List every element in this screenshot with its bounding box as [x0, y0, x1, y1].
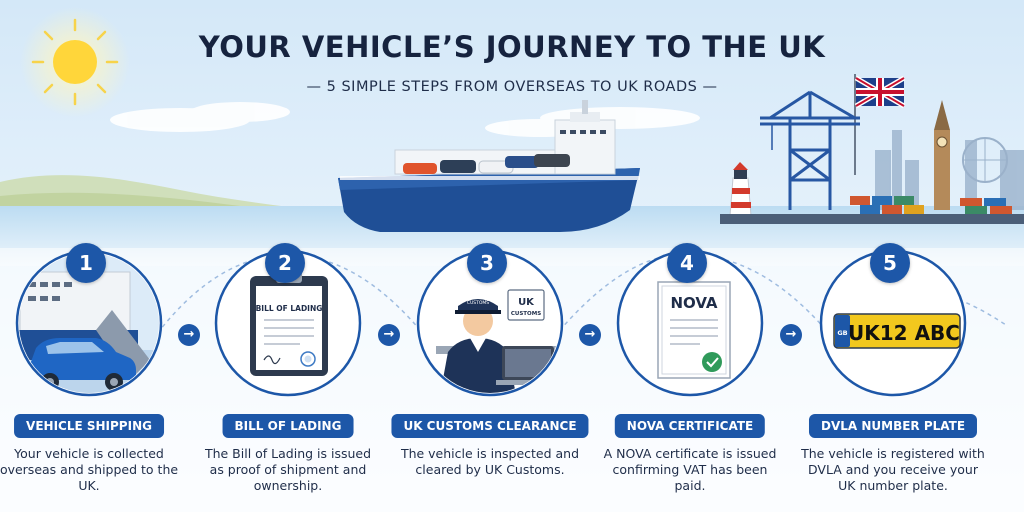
plate-country: GB — [837, 329, 847, 337]
london-skyline-icon — [875, 130, 1024, 210]
dock-containers — [720, 196, 1024, 224]
step-description: The vehicle is inspected and cleared by … — [400, 446, 580, 477]
step-description: A NOVA certificate is issued confirming … — [603, 446, 777, 493]
clipboard-document-icon: BILL OF LADING — [250, 269, 328, 376]
page-subtitle: — 5 SIMPLE STEPS FROM OVERSEAS TO UK ROA… — [306, 79, 718, 95]
step-description: Your vehicle is collected overseas and s… — [0, 446, 179, 493]
plate-text: UK12 ABC — [848, 321, 960, 345]
step-description: The vehicle is registered with DVLA and … — [801, 446, 985, 493]
sign-line1: UK — [518, 297, 535, 308]
step-title: NOVA CERTIFICATE — [614, 414, 766, 438]
step-title: DVLA NUMBER PLATE — [808, 414, 978, 438]
step-number-badge: 2 — [265, 243, 305, 283]
customs-sign: UK CUSTOMS — [507, 289, 545, 321]
step-title: VEHICLE SHIPPING — [14, 414, 164, 438]
arrow-right-icon: → — [780, 324, 802, 346]
big-ben-icon — [934, 100, 950, 210]
step-description: The Bill of Lading is issued as proof of… — [204, 446, 372, 493]
certificate-icon: NOVA — [657, 281, 731, 379]
step-number-badge: 5 — [870, 243, 910, 283]
port-crane-icon — [760, 90, 860, 210]
step-number-badge: 1 — [66, 243, 106, 283]
clouds — [110, 102, 700, 137]
clipboard-heading: BILL OF LADING — [256, 304, 323, 313]
step-title: UK CUSTOMS CLEARANCE — [391, 414, 589, 438]
step-number-badge: 4 — [667, 243, 707, 283]
step-number-badge: 3 — [467, 243, 507, 283]
page-title: YOUR VEHICLE’S JOURNEY TO THE UK — [198, 30, 826, 64]
step-title: BILL OF LADING — [222, 414, 354, 438]
arrow-right-icon: → — [579, 324, 601, 346]
cap-label: CUSTOMS — [467, 300, 489, 306]
sign-line2: CUSTOMS — [511, 311, 541, 317]
number-plate-icon: GB UK12 ABC — [833, 313, 961, 349]
arrow-right-icon: → — [378, 324, 400, 346]
sun-icon — [20, 7, 130, 117]
lighthouse-icon — [729, 162, 752, 217]
journey-path — [17, 253, 1007, 332]
certificate-heading: NOVA — [670, 294, 717, 312]
arrow-right-icon: → — [178, 324, 200, 346]
cargo-ship-icon — [338, 100, 640, 232]
